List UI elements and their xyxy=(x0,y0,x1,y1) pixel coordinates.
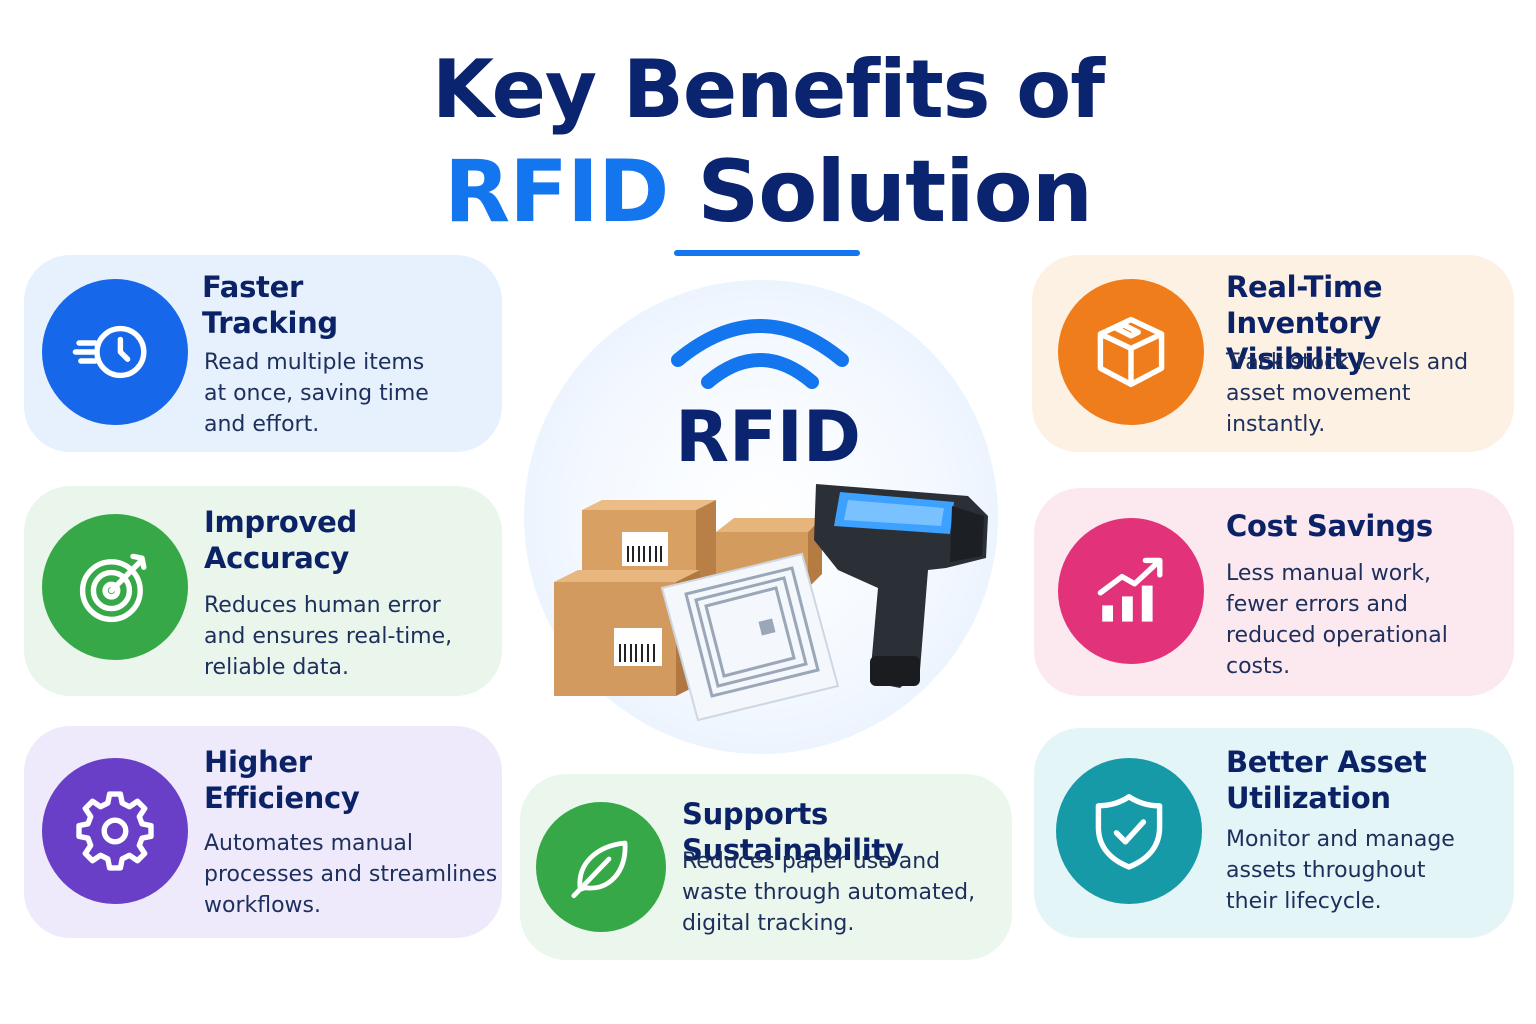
card-description: Less manual work, fewer errors and reduc… xyxy=(1226,561,1448,679)
target-icon xyxy=(42,514,188,660)
card-cost-savings: Cost Savings Less manual work, fewer err… xyxy=(1034,488,1514,696)
card-real-time-inventory: Real-Time Inventory Visibility Track sto… xyxy=(1032,255,1514,452)
box-icon xyxy=(1058,279,1204,425)
card-title: Real-Time Inventory Visibility xyxy=(1226,270,1383,376)
card-higher-efficiency: Higher Efficiency Automates manual proce… xyxy=(24,726,502,938)
card-title: Faster Tracking xyxy=(202,270,338,340)
card-improved-accuracy: Improved Accuracy Reduces human error an… xyxy=(24,486,502,696)
page-title-line1: Key Benefits of xyxy=(432,43,1105,136)
leaf-icon xyxy=(536,802,666,932)
card-supports-sustainability: Supports Sustainability Reduces paper us… xyxy=(520,774,1012,960)
handheld-reader xyxy=(814,484,988,688)
card-description: Monitor and manage assets throughout the… xyxy=(1226,827,1455,914)
title-underline xyxy=(674,250,860,256)
card-title: Improved Accuracy xyxy=(204,505,357,575)
title-highlight: RFID xyxy=(444,142,669,242)
title-rest: Solution xyxy=(697,142,1093,242)
growth-chart-icon xyxy=(1058,518,1204,664)
card-faster-tracking: Faster Tracking Read multiple items at o… xyxy=(24,255,502,452)
rfid-reader-boxes-tag-illustration xyxy=(554,484,988,722)
page-title-line2: RFID Solution xyxy=(0,140,1536,244)
rfid-signal-icon xyxy=(671,319,849,389)
card-description: Read multiple items at once, saving time… xyxy=(204,350,429,437)
card-description: Reduces human error and ensures real-tim… xyxy=(204,593,453,680)
shield-check-icon xyxy=(1056,758,1202,904)
fast-clock-icon xyxy=(42,279,188,425)
card-title: Cost Savings xyxy=(1226,509,1433,543)
card-title: Higher Efficiency xyxy=(204,745,360,815)
gear-icon xyxy=(42,758,188,904)
hero-rfid-label: RFID xyxy=(675,396,861,478)
rfid-tag-card xyxy=(660,552,840,722)
card-better-asset-utilization: Better Asset Utilization Monitor and man… xyxy=(1034,728,1514,938)
card-description: Automates manual processes and streamlin… xyxy=(204,831,498,918)
card-description: Track stock levels and asset movement in… xyxy=(1226,350,1469,437)
card-title: Better Asset Utilization xyxy=(1226,745,1427,815)
card-description: Reduces paper use and waste through auto… xyxy=(682,849,976,936)
card-title: Supports Sustainability xyxy=(682,797,904,867)
